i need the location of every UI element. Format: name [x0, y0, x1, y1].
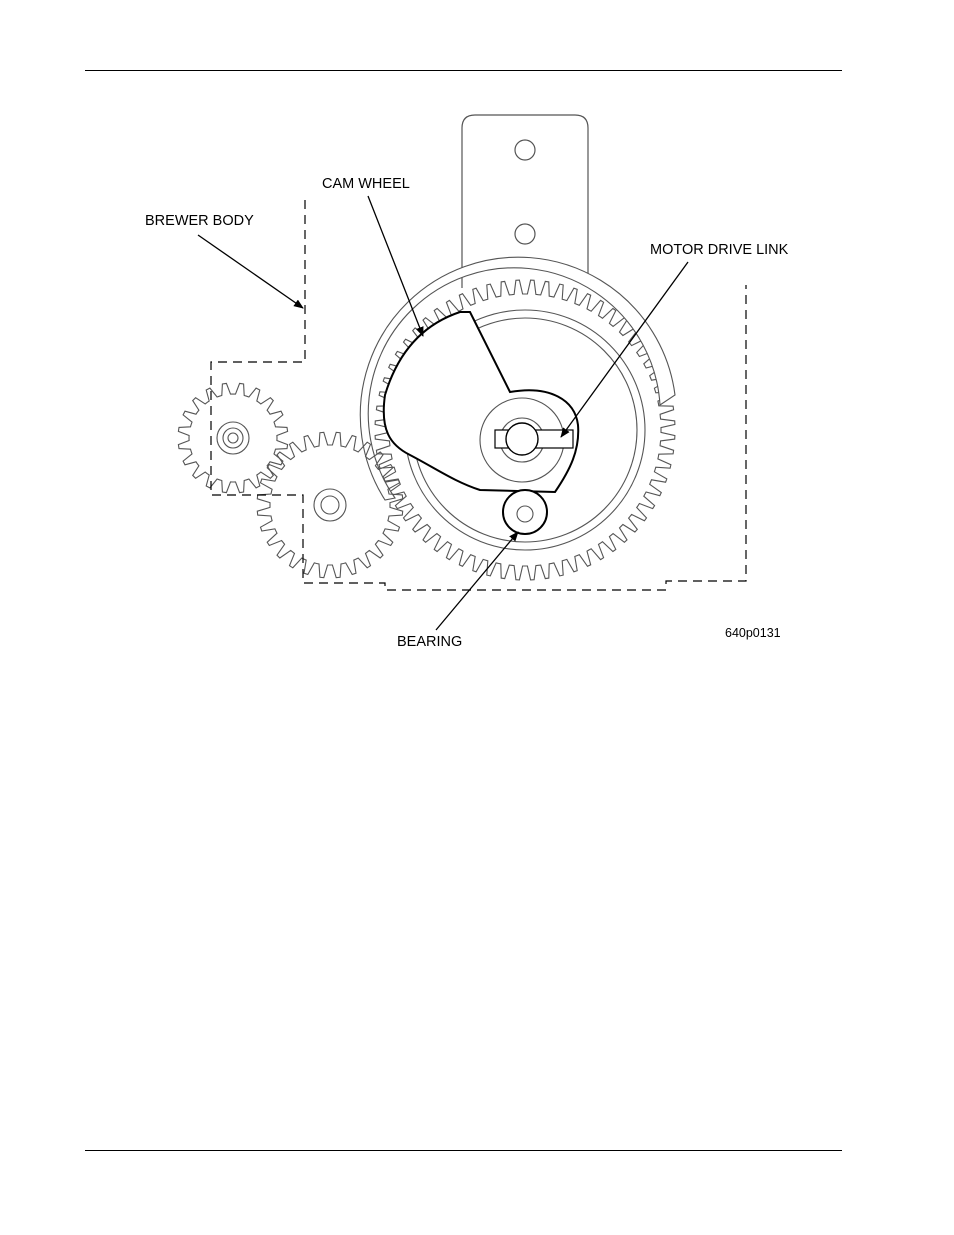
- small-gear-hub-mid: [223, 428, 243, 448]
- small-gear-hub-inner: [228, 433, 238, 443]
- bracket-hole-lower: [515, 224, 535, 244]
- drive-shaft-circle: [506, 423, 538, 455]
- bearing-outer: [503, 490, 547, 534]
- cam-profile: [384, 312, 579, 492]
- motor-drive-link-label: MOTOR DRIVE LINK: [650, 242, 789, 258]
- cam-wheel-label: CAM WHEEL: [322, 176, 410, 192]
- brewer-body-label: BREWER BODY: [145, 213, 254, 229]
- bearing-leader: [436, 532, 518, 630]
- bracket-hole-upper: [515, 140, 535, 160]
- medium-gear-hub-outer: [314, 489, 346, 521]
- small-gear: [178, 383, 287, 492]
- bearing-label: BEARING: [397, 634, 462, 650]
- small-gear-teeth: [178, 383, 287, 492]
- figure-id: 640p0131: [725, 626, 781, 640]
- small-gear-hub-outer: [217, 422, 249, 454]
- brewer-body-leader: [198, 235, 303, 308]
- medium-gear-hub-inner: [321, 496, 339, 514]
